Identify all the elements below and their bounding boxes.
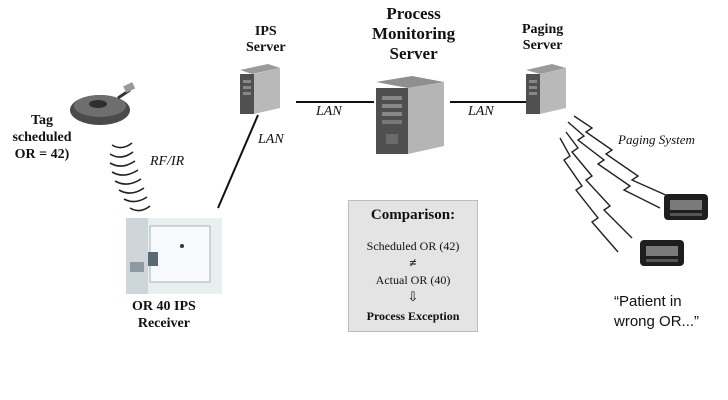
comparison-result: Process Exception: [366, 309, 460, 323]
process-server-label: Process Monitoring Server: [372, 4, 455, 64]
comparison-scheduled: Scheduled OR (42): [366, 239, 460, 253]
paging-server-label: Paging Server: [522, 22, 563, 54]
pager-lower-icon: [640, 240, 684, 266]
pager-upper-icon: [664, 194, 708, 220]
paging-server-icon: [526, 64, 566, 114]
lan-label-process-paging: LAN: [468, 104, 494, 119]
tag-label: Tag scheduled OR = 42): [10, 112, 74, 163]
ips-server-label-line2: Server: [246, 40, 286, 55]
rf-ir-label: RF/IR: [150, 154, 185, 169]
ips-server-label-line1: IPS: [254, 24, 277, 39]
tag-label-line1: Tag: [30, 113, 54, 128]
receiver-photo: [126, 218, 222, 294]
ips-server-label: IPS Server: [246, 24, 286, 56]
pager-message-line2: wrong OR...”: [614, 313, 700, 330]
comparison-box: Comparison: Scheduled OR (42) ≠ Actual O…: [348, 200, 478, 332]
receiver-label: OR 40 IPS Receiver: [132, 298, 196, 332]
pager-message: “Patient in wrong OR...”: [614, 292, 699, 332]
tag-label-line3: OR = 42): [14, 147, 70, 162]
receiver-label-line1: OR 40 IPS: [132, 299, 196, 314]
process-server-label-line3: Server: [389, 44, 438, 63]
paging-server-label-line1: Paging: [522, 22, 564, 37]
comparison-actual: Actual OR (40): [375, 273, 451, 287]
comparison-not-equal: ≠: [409, 255, 417, 270]
comparison-title: Comparison:: [370, 207, 456, 223]
paging-system-label: Paging System: [618, 132, 695, 147]
paging-waves: [559, 115, 669, 253]
process-server-icon: [376, 76, 444, 154]
ips-server-icon: [240, 64, 280, 114]
pager-message-line1: “Patient in: [614, 293, 682, 310]
lan-label-ips-receiver: LAN: [258, 132, 284, 147]
comparison-arrow: ⇩: [407, 289, 419, 304]
receiver-label-line2: Receiver: [137, 316, 190, 331]
paging-server-label-line2: Server: [522, 38, 563, 53]
tag-device-icon: [70, 82, 136, 125]
tag-label-line2: scheduled: [12, 130, 72, 145]
rf-ir-waves: [109, 142, 151, 212]
link-ips-receiver: [217, 114, 259, 209]
process-server-label-line2: Monitoring: [372, 24, 456, 43]
lan-label-ips-process: LAN: [316, 104, 342, 119]
process-server-label-line1: Process: [386, 4, 441, 23]
